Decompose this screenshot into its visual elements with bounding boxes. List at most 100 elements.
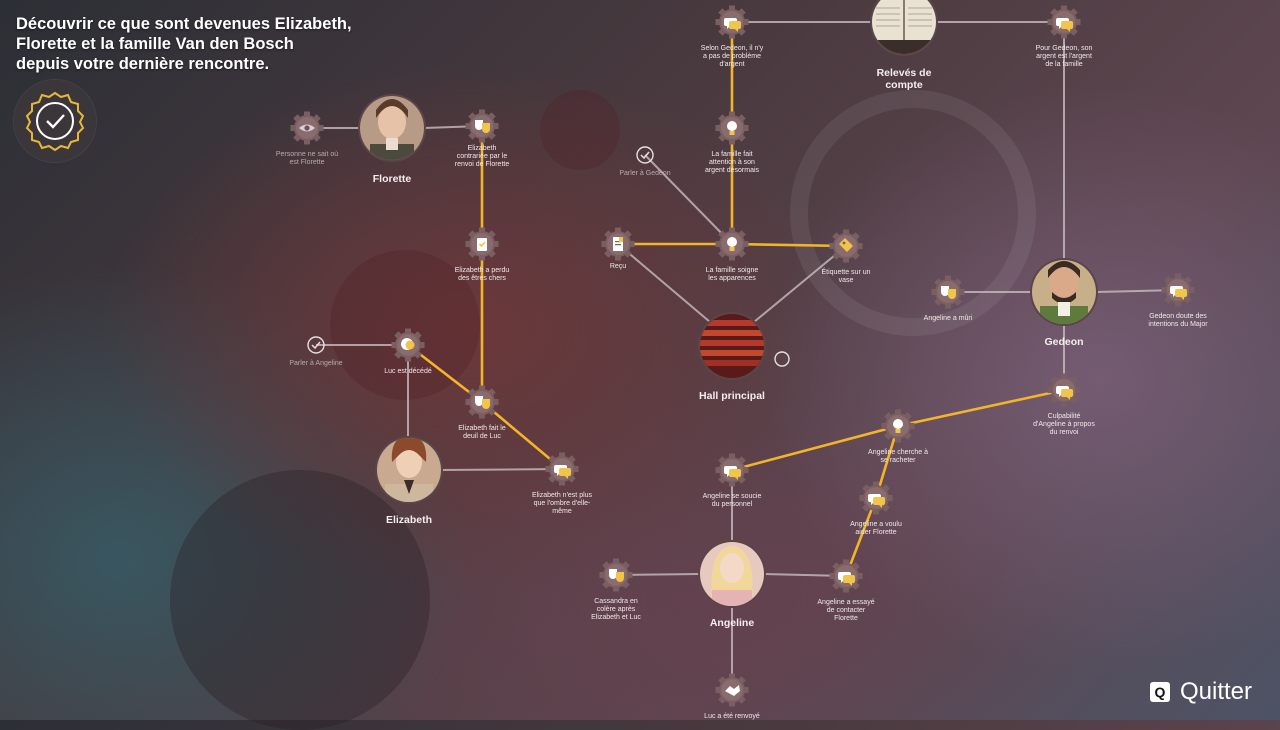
- character-name-elizabeth: Elizabeth: [386, 514, 432, 526]
- speech-icon: [838, 572, 855, 586]
- clue-node-parler_angeline[interactable]: [307, 336, 325, 354]
- quit-button[interactable]: Q Quitter: [1149, 676, 1252, 708]
- clue-node-luc_decede[interactable]: [391, 328, 425, 362]
- clue-label-etiquette: vase: [839, 277, 854, 284]
- portrait-elizabeth[interactable]: [373, 434, 445, 508]
- clue-label-etiquette: Étiquette sur un: [821, 267, 870, 276]
- objective-title: Découvrir ce que sont devenues Elizabeth…: [16, 15, 352, 73]
- clue-node-parler_gedeon[interactable]: [636, 146, 654, 164]
- clue-label-selon_gedeon: a pas de problème: [703, 53, 761, 60]
- clue-node-pour_gedeon[interactable]: [1047, 5, 1081, 39]
- clue-label-culpabilite: du renvoi: [1050, 429, 1079, 436]
- clue-label-cassandra: colère après: [597, 606, 636, 613]
- clue-label-angeline_racheter: se racheter: [880, 457, 916, 464]
- clue-label-angeline_contacter: Florette: [834, 615, 858, 622]
- clue-label-luc_renvoye: Luc a été renvoyé: [704, 713, 760, 720]
- clue-node-famille_soigne[interactable]: [715, 227, 749, 261]
- clue-node-eliz_deuil[interactable]: [465, 385, 499, 419]
- clue-label-gedeon_doute: Gedeon doute des: [1149, 313, 1207, 320]
- speech-icon: [724, 466, 741, 480]
- clue-label-famille_soigne: La famille soigne: [706, 267, 759, 274]
- clue-node-personne[interactable]: [290, 111, 324, 145]
- clue-label-luc_decede: Luc est décédé: [384, 368, 432, 375]
- clue-label-angeline_contacter: Angeline a essayé: [817, 599, 874, 606]
- clue-label-eliz_perdu: Elizabeth a perdu: [455, 267, 510, 274]
- masks-icon: [475, 120, 490, 133]
- hall-image[interactable]: [696, 310, 768, 382]
- clue-label-personne: est Florette: [289, 159, 324, 166]
- clue-label-selon_gedeon: Selon Gedeon, il n'y: [701, 45, 764, 52]
- portrait-gedeon[interactable]: [1028, 256, 1100, 330]
- character-name-angeline: Angeline: [710, 617, 754, 629]
- clue-node-gedeon_doute[interactable]: [1161, 273, 1195, 307]
- clue-label-parler_gedeon: Parler à Gedeon: [619, 170, 670, 177]
- clue-node-eliz_perdu[interactable]: [465, 227, 499, 261]
- clue-label-pour_gedeon: Pour Gedeon, son: [1036, 45, 1093, 52]
- clue-label-parler_angeline: Parler à Angeline: [289, 360, 342, 367]
- ledger-name-line-2: compte: [885, 79, 923, 91]
- clue-label-eliz_ombre: Elizabeth n'est plus: [532, 492, 593, 499]
- clue-node-recu[interactable]: [601, 227, 635, 261]
- circle-icon[interactable]: [774, 351, 790, 367]
- tag-icon: [839, 238, 853, 252]
- clue-label-angeline_aider: aider Florette: [855, 529, 896, 536]
- character-name-gedeon: Gedeon: [1044, 336, 1083, 348]
- quit-label: Quitter: [1179, 678, 1252, 705]
- clue-label-eliz_contrariee: renvoi de Florette: [455, 161, 510, 168]
- clue-label-angeline_souci: Angeline se soucie: [703, 493, 762, 500]
- speech-icon: [724, 18, 741, 32]
- clue-node-angeline_contacter[interactable]: [829, 559, 863, 593]
- speech-icon: [554, 465, 571, 479]
- speech-icon: [868, 494, 885, 508]
- clue-label-eliz_deuil: deuil de Luc: [463, 433, 501, 440]
- clue-label-angeline_souci: du personnel: [712, 501, 753, 508]
- eye-icon: [299, 124, 315, 132]
- location-name-hall: Hall principal: [699, 390, 765, 402]
- clue-node-angeline_racheter[interactable]: [881, 409, 915, 443]
- clue-label-eliz_deuil: Elizabeth fait le: [458, 425, 506, 432]
- portrait-angeline[interactable]: [696, 538, 768, 612]
- clue-node-eliz_ombre[interactable]: [545, 452, 579, 486]
- clue-label-personne: Personne ne sait où: [276, 151, 338, 158]
- clue-label-cassandra: Elizabeth et Luc: [591, 614, 641, 621]
- keyboard-q-icon: Q: [1149, 682, 1170, 702]
- clue-label-gedeon_doute: intentions du Major: [1148, 321, 1208, 328]
- masks-icon: [475, 396, 490, 409]
- clue-node-etiquette[interactable]: [829, 229, 863, 263]
- clue-node-cassandra[interactable]: [599, 558, 633, 592]
- clue-node-selon_gedeon[interactable]: [715, 5, 749, 39]
- clue-node-angeline_souci[interactable]: [715, 453, 749, 487]
- speech-icon: [1056, 18, 1073, 32]
- clue-node-angeline_muri[interactable]: [931, 275, 965, 309]
- clue-label-eliz_contrariee: Elizabeth: [468, 145, 497, 152]
- masks-icon: [941, 286, 956, 299]
- clue-label-famille_attention: La famille fait: [711, 151, 752, 158]
- ledger-name-line-1: Relevés de: [877, 67, 932, 79]
- clue-label-angeline_aider: Angeline a voulu: [850, 521, 902, 528]
- clue-label-cassandra: Cassandra en: [594, 598, 638, 605]
- clue-label-eliz_perdu: des êtres chers: [458, 275, 506, 282]
- ledger-image[interactable]: [868, 0, 940, 60]
- clue-node-culpabilite[interactable]: [1047, 373, 1081, 407]
- clue-label-angeline_racheter: Angeline cherche à: [868, 449, 928, 456]
- clue-node-eliz_contrariee[interactable]: [465, 109, 499, 143]
- speech-icon: [1056, 386, 1073, 400]
- portrait-florette[interactable]: [356, 92, 428, 168]
- objective-complete-badge: [14, 80, 96, 162]
- clue-node-angeline_aider[interactable]: [859, 481, 893, 515]
- clue-label-famille_soigne: les apparences: [708, 275, 756, 282]
- clue-node-luc_renvoye[interactable]: [715, 673, 749, 707]
- clue-label-pour_gedeon: argent est l'argent: [1036, 53, 1092, 60]
- character-name-florette: Florette: [373, 173, 412, 185]
- handshake-icon: [725, 685, 740, 696]
- clue-label-selon_gedeon: d'argent: [719, 61, 744, 68]
- head-icon: [401, 338, 415, 350]
- speech-icon: [1170, 286, 1187, 300]
- clue-label-eliz_ombre: même: [552, 508, 572, 515]
- clue-label-angeline_muri: Angeline a mûri: [924, 315, 973, 322]
- clue-node-famille_attention[interactable]: [715, 111, 749, 145]
- clue-label-angeline_contacter: de contacter: [827, 607, 866, 614]
- clue-label-recu: Reçu: [610, 263, 626, 270]
